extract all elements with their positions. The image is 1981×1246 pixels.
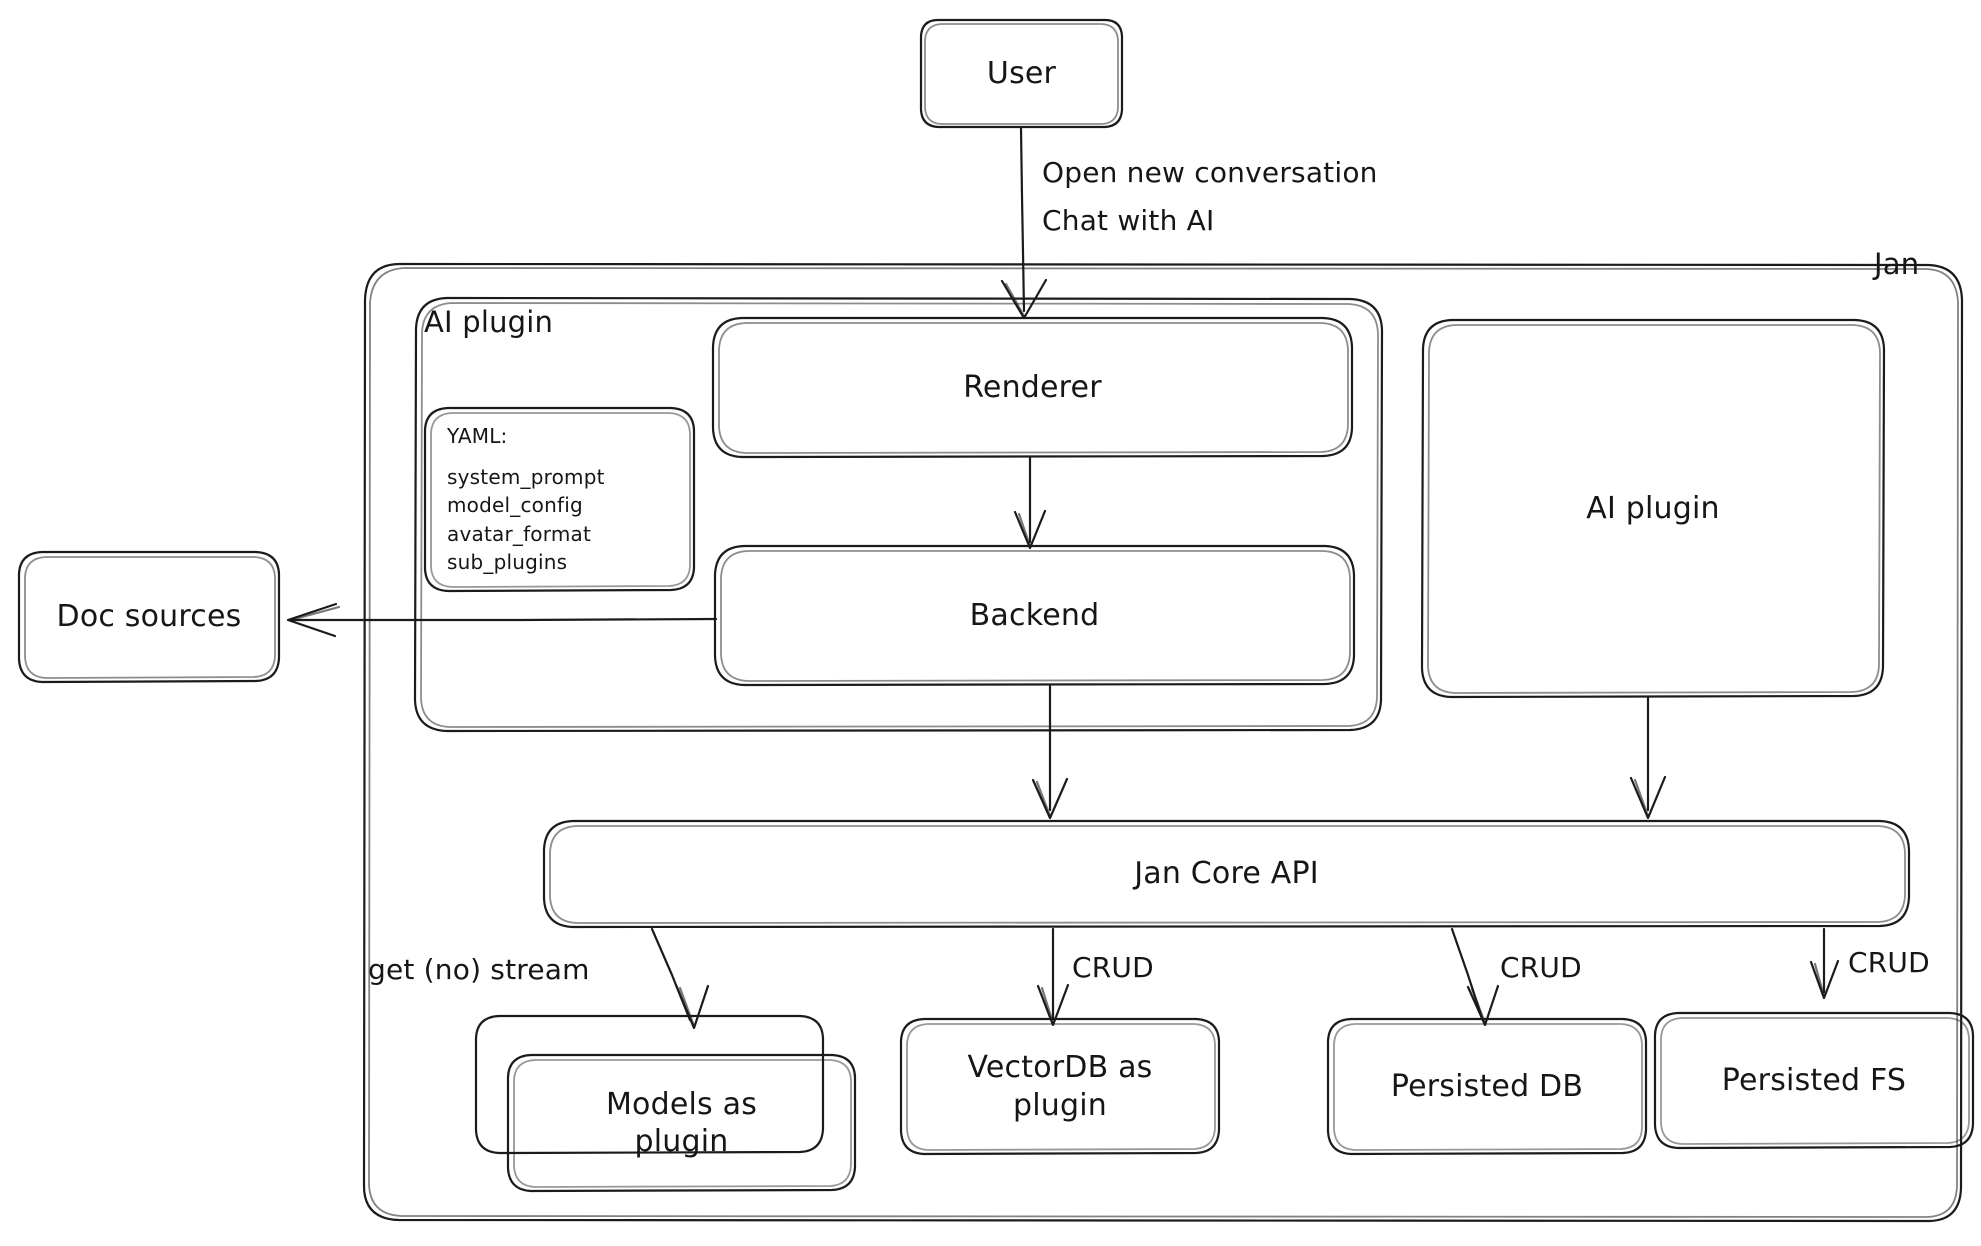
jan-core-api-node[interactable]: Jan Core API	[544, 821, 1909, 927]
renderer-node-label: Renderer	[963, 369, 1102, 405]
models-plugin-label-line2: plugin	[634, 1124, 729, 1159]
persisted-db-box-shape	[1326, 1017, 1648, 1156]
yaml-item-system-prompt: system_prompt	[447, 465, 605, 489]
models-plugin-label-line1: Models as	[605, 1086, 758, 1122]
vectordb-plugin-label-line2: plugin	[1013, 1087, 1107, 1123]
ai-plugin-group-label: AI plugin	[424, 305, 554, 339]
edge-label-crud-persisted-db: CRUD	[1500, 951, 1582, 984]
ai-plugin-node[interactable]: AI plugin	[1422, 320, 1884, 697]
yaml-item-avatar-format: avatar_format	[447, 521, 591, 546]
edge-core-to-models	[650, 927, 710, 1030]
persisted-fs-label: Persisted FS	[1721, 1062, 1907, 1098]
edge-renderer-to-backend	[1013, 456, 1047, 550]
doc-sources-node-label: Doc sources	[56, 599, 242, 635]
doc-sources-box-shape	[17, 550, 281, 684]
persisted-db-label: Persisted DB	[1390, 1068, 1584, 1104]
yaml-item-model-config: model_config	[447, 493, 583, 518]
edge-label-open-new-conversation: Open new conversation	[1042, 156, 1378, 189]
jan-container-shape	[362, 262, 1964, 1223]
user-node[interactable]: User	[921, 20, 1122, 127]
vectordb-plugin-box-shape	[899, 1017, 1221, 1156]
doc-sources-node[interactable]: Doc sources	[19, 552, 279, 682]
edge-label-chat-with-ai: Chat with AI	[1042, 204, 1215, 237]
edge-label-crud-vectordb: CRUD	[1072, 951, 1154, 984]
yaml-card-shape	[423, 406, 696, 593]
jan-container-label: Jan	[1874, 247, 1920, 281]
ai-plugin-node-label: AI plugin	[1586, 490, 1720, 526]
edge-core-to-vectordb	[1036, 927, 1070, 1027]
edge-label-get-no-stream: get (no) stream	[368, 953, 590, 986]
edge-label-crud-persisted-fs: CRUD	[1848, 946, 1930, 979]
persisted-db-node[interactable]: Persisted DB	[1328, 1019, 1646, 1154]
persisted-fs-node[interactable]: Persisted FS	[1655, 1013, 1973, 1148]
models-plugin-node[interactable]: Models as plugin	[508, 1055, 855, 1191]
backend-node-label: Backend	[969, 597, 1100, 633]
yaml-card[interactable]: YAML: system_prompt model_config avatar_…	[447, 424, 697, 577]
models-plugin-box-shape	[474, 1014, 857, 1193]
vectordb-plugin-label-line1: VectorDB as	[967, 1050, 1153, 1085]
edge-user-to-renderer	[1000, 126, 1048, 320]
vectordb-plugin-node[interactable]: VectorDB as plugin	[901, 1019, 1219, 1154]
yaml-card-header: YAML:	[447, 424, 508, 448]
edge-core-to-persisted-db	[1450, 927, 1500, 1027]
renderer-node[interactable]: Renderer	[713, 318, 1352, 457]
edge-core-to-persisted-fs	[1809, 927, 1840, 1000]
user-node-label: User	[986, 55, 1057, 91]
jan-core-api-node-label: Jan Core API	[1134, 856, 1319, 892]
backend-node[interactable]: Backend	[715, 546, 1354, 685]
renderer-box-shape	[711, 316, 1354, 459]
jan-core-api-box-shape	[542, 819, 1911, 929]
yaml-item-sub-plugins: sub_plugins	[447, 550, 568, 575]
edge-ai-plugin-to-core	[1629, 696, 1667, 820]
edge-backend-to-doc-sources	[286, 602, 718, 638]
ai-plugin-group-shape	[413, 296, 1384, 733]
persisted-fs-box-shape	[1653, 1011, 1975, 1150]
edge-backend-to-core	[1031, 684, 1069, 820]
ai-plugin-box-shape	[1420, 318, 1886, 699]
backend-box-shape	[713, 544, 1356, 687]
user-box-shape	[919, 18, 1124, 129]
